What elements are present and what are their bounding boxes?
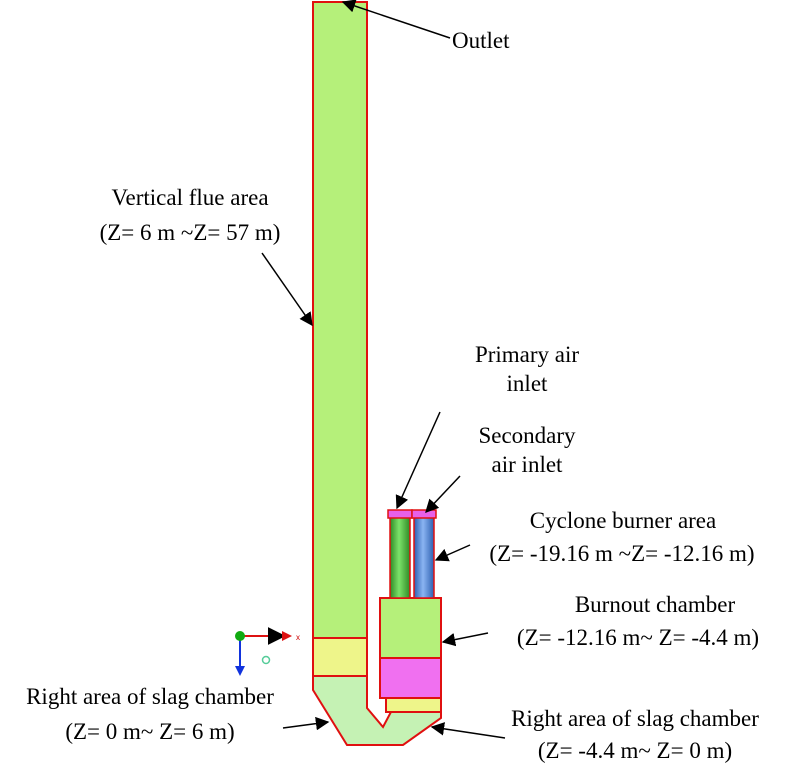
arrow-vertical-flue [261, 252, 313, 327]
label-slag-left-2: (Z= 0 m~ Z= 6 m) [65, 719, 234, 744]
burnout-chamber [379, 597, 442, 659]
primary-air-pipe [389, 512, 411, 599]
axis-origin-dot [235, 631, 245, 641]
arrow-slag-left [282, 716, 330, 731]
burnout-magenta-band [379, 657, 442, 699]
axis-x-label: x [296, 633, 300, 642]
flue-lower-band [312, 637, 368, 677]
label-cyclone-burner-1: Cyclone burner area [530, 508, 716, 533]
label-slag-right-1: Right area of slag chamber [511, 706, 759, 731]
axis-triad: x [235, 627, 300, 676]
label-slag-left-1: Right area of slag chamber [26, 684, 274, 709]
label-primary-air-1: Primary air [475, 342, 579, 367]
label-burnout-chamber-2: (Z= -12.16 m~ Z= -4.4 m) [517, 625, 759, 650]
arrow-burnout-chamber [441, 632, 489, 647]
label-slag-right-2: (Z= -4.4 m~ Z= 0 m) [538, 738, 732, 763]
label-secondary-air-1: Secondary [478, 423, 576, 448]
axis-y-marker [261, 655, 271, 665]
secondary-air-cap [411, 509, 437, 519]
arrow-secondary-air [425, 475, 461, 513]
slag-right-band [385, 697, 442, 713]
vertical-flue-area [312, 1, 368, 639]
arrow-slag-right [430, 722, 506, 739]
secondary-air-pipe [413, 512, 435, 599]
label-secondary-air-2: air inlet [492, 452, 563, 477]
primary-air-cap [387, 509, 413, 519]
label-primary-air-2: inlet [507, 371, 548, 396]
arrow-primary-air [395, 411, 441, 510]
label-burnout-chamber-1: Burnout chamber [575, 592, 736, 617]
label-vertical-flue-1: Vertical flue area [111, 185, 268, 210]
arrow-cyclone-burner [434, 544, 471, 562]
label-cyclone-burner-2: (Z= -19.16 m ~Z= -12.16 m) [489, 541, 754, 566]
label-vertical-flue-2: (Z= 6 m ~Z= 57 m) [100, 220, 281, 245]
label-outlet: Outlet [452, 28, 510, 53]
arrow-outlet [341, 0, 451, 39]
